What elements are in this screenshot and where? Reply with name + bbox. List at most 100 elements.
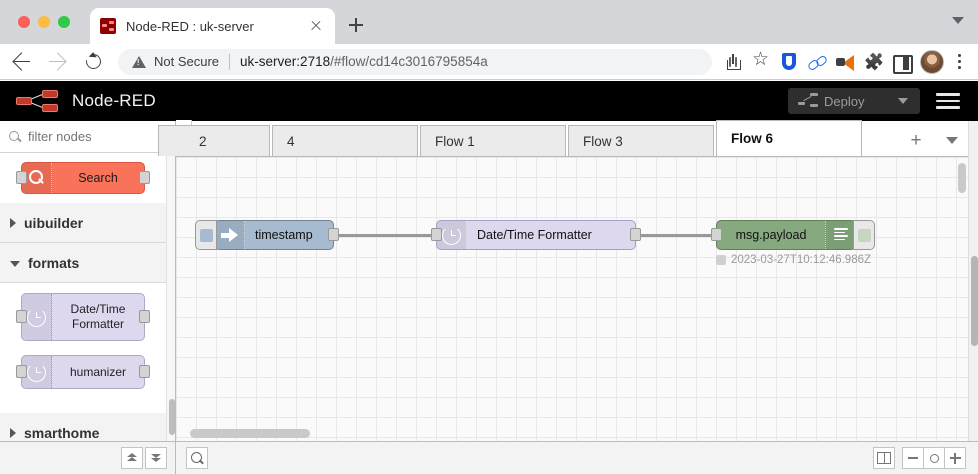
flow-tab-strip: 2 4 Flow 1 Flow 3 Flow 6 + xyxy=(158,120,968,157)
flow-list-chevron-down-icon[interactable] xyxy=(936,137,968,144)
palette-category-label: uibuilder xyxy=(24,214,84,231)
palette-node-label: Date/Time Formatter xyxy=(70,302,126,331)
canvas-vertical-scrollbar-thumb[interactable] xyxy=(958,163,966,193)
collapse-all-button[interactable] xyxy=(121,447,143,469)
minimize-window-button[interactable] xyxy=(38,16,50,28)
bookmark-star-icon[interactable] xyxy=(748,48,774,75)
flow-tab-flow-1[interactable]: Flow 1 xyxy=(420,125,566,156)
clock-icon xyxy=(22,356,52,388)
flow-tab-flow-6[interactable]: Flow 6 xyxy=(716,120,862,156)
status-text: 2023-03-27T10:12:46.986Z xyxy=(731,254,872,266)
clock-icon xyxy=(22,294,52,340)
canvas-horizontal-scrollbar-thumb[interactable] xyxy=(190,429,310,438)
flow-tab-2[interactable]: 2 xyxy=(158,125,270,156)
palette-scrollbar-thumb[interactable] xyxy=(168,399,175,435)
close-window-button[interactable] xyxy=(18,16,30,28)
chevron-down-icon[interactable] xyxy=(898,98,908,104)
palette-body: Search uibuilder formats Date/Time Forma… xyxy=(0,153,166,441)
filter-nodes-input[interactable] xyxy=(28,129,158,144)
browser-tab-title: Node-RED : uk-server xyxy=(126,18,254,34)
profile-avatar[interactable] xyxy=(920,49,944,74)
page-scrollbar-thumb[interactable] xyxy=(971,256,978,346)
back-button[interactable] xyxy=(8,48,36,76)
flow-node-label: timestamp xyxy=(255,228,313,242)
link-extension-icon[interactable] xyxy=(804,49,830,75)
close-icon[interactable] xyxy=(307,17,325,35)
browser-tab[interactable]: Node-RED : uk-server xyxy=(90,8,335,44)
node-output-port[interactable] xyxy=(328,228,339,241)
palette-filter[interactable] xyxy=(0,121,175,153)
node-red-logo-icon xyxy=(16,89,62,113)
add-flow-button[interactable]: + xyxy=(910,129,922,151)
navigator-button[interactable] xyxy=(873,447,895,469)
node-red-header: Node-RED Deploy xyxy=(0,81,978,121)
flow-node-debug[interactable]: msg.payload xyxy=(711,220,875,250)
palette-category-label: formats xyxy=(28,254,80,271)
megaphone-extension-icon[interactable] xyxy=(832,49,858,75)
chevron-down-icon xyxy=(10,261,20,267)
node-input-port[interactable] xyxy=(711,228,722,241)
browser-menu-kebab-icon[interactable] xyxy=(948,49,970,75)
palette-scrollbar[interactable] xyxy=(166,153,175,441)
expand-all-button[interactable] xyxy=(145,447,167,469)
expand-all-icon xyxy=(150,452,162,464)
palette-category-uibuilder[interactable]: uibuilder xyxy=(0,203,166,243)
flow-tab-flow-3[interactable]: Flow 3 xyxy=(568,125,714,156)
debug-lines-icon xyxy=(825,221,855,249)
flow-canvas[interactable]: timestamp Date/Time Formatter msg.payloa… xyxy=(176,157,968,441)
palette-node-label: Search xyxy=(78,171,118,185)
deploy-button[interactable]: Deploy xyxy=(788,88,920,114)
palette-node-humanizer[interactable]: humanizer xyxy=(16,355,150,389)
palette-footer-actions xyxy=(0,441,176,474)
browser-tab-strip: Node-RED : uk-server xyxy=(0,0,978,44)
tab-list-chevron-down-icon[interactable] xyxy=(952,17,964,24)
omnibox-divider xyxy=(229,53,231,70)
window-traffic-lights xyxy=(18,16,70,28)
forward-button[interactable] xyxy=(44,48,72,76)
search-flows-button[interactable] xyxy=(186,447,208,469)
address-bar[interactable]: Not Secure uk-server:2718/#flow/cd14c301… xyxy=(118,48,712,75)
flow-node-date-time-formatter[interactable]: Date/Time Formatter xyxy=(431,220,641,250)
node-palette: Search uibuilder formats Date/Time Forma… xyxy=(0,121,176,441)
flow-tab-4[interactable]: 4 xyxy=(272,125,418,156)
debug-enable-toggle-button[interactable] xyxy=(853,220,875,250)
inject-trigger-button[interactable] xyxy=(195,220,217,250)
flow-node-label: Date/Time Formatter xyxy=(477,228,592,242)
node-red-favicon-icon xyxy=(100,18,116,34)
reload-button[interactable] xyxy=(80,48,108,76)
wire-datetime-to-debug xyxy=(636,234,716,237)
share-icon[interactable] xyxy=(720,49,746,75)
palette-node-date-time-formatter[interactable]: Date/Time Formatter xyxy=(16,293,150,341)
search-icon xyxy=(8,130,22,144)
canvas-view-controls xyxy=(871,447,978,469)
maximize-window-button[interactable] xyxy=(58,16,70,28)
page-scrollbar[interactable] xyxy=(968,121,978,474)
node-input-port xyxy=(16,365,27,378)
palette-category-formats[interactable]: formats xyxy=(0,243,166,283)
url-host: uk-server:2718 xyxy=(240,54,331,69)
zoom-controls xyxy=(902,447,966,469)
inject-button-square-icon xyxy=(199,228,213,242)
node-output-port[interactable] xyxy=(630,228,641,241)
hamburger-menu-icon[interactable] xyxy=(936,93,960,113)
browser-toolbar: Not Secure uk-server:2718/#flow/cd14c301… xyxy=(0,44,978,80)
magnifier-icon xyxy=(22,163,52,193)
extensions-puzzle-icon[interactable] xyxy=(860,49,886,75)
zoom-in-icon xyxy=(949,452,961,464)
collapse-all-icon xyxy=(126,452,138,464)
palette-node-search[interactable]: Search xyxy=(16,162,150,194)
new-tab-button[interactable] xyxy=(345,14,367,36)
flow-node-inject[interactable]: timestamp xyxy=(195,220,339,250)
zoom-reset-button[interactable] xyxy=(923,447,945,469)
flow-node-label: msg.payload xyxy=(735,228,807,242)
zoom-out-button[interactable] xyxy=(902,447,924,469)
node-input-port[interactable] xyxy=(431,228,442,241)
node-output-port xyxy=(139,365,150,378)
deploy-button-label: Deploy xyxy=(824,93,865,109)
zoom-in-button[interactable] xyxy=(944,447,966,469)
palette-category-smarthome[interactable]: smarthome xyxy=(0,413,166,441)
side-panel-icon[interactable] xyxy=(888,49,914,75)
shield-extension-icon[interactable] xyxy=(776,49,802,75)
inject-arrow-icon xyxy=(215,221,245,249)
security-status-label: Not Secure xyxy=(154,54,220,69)
